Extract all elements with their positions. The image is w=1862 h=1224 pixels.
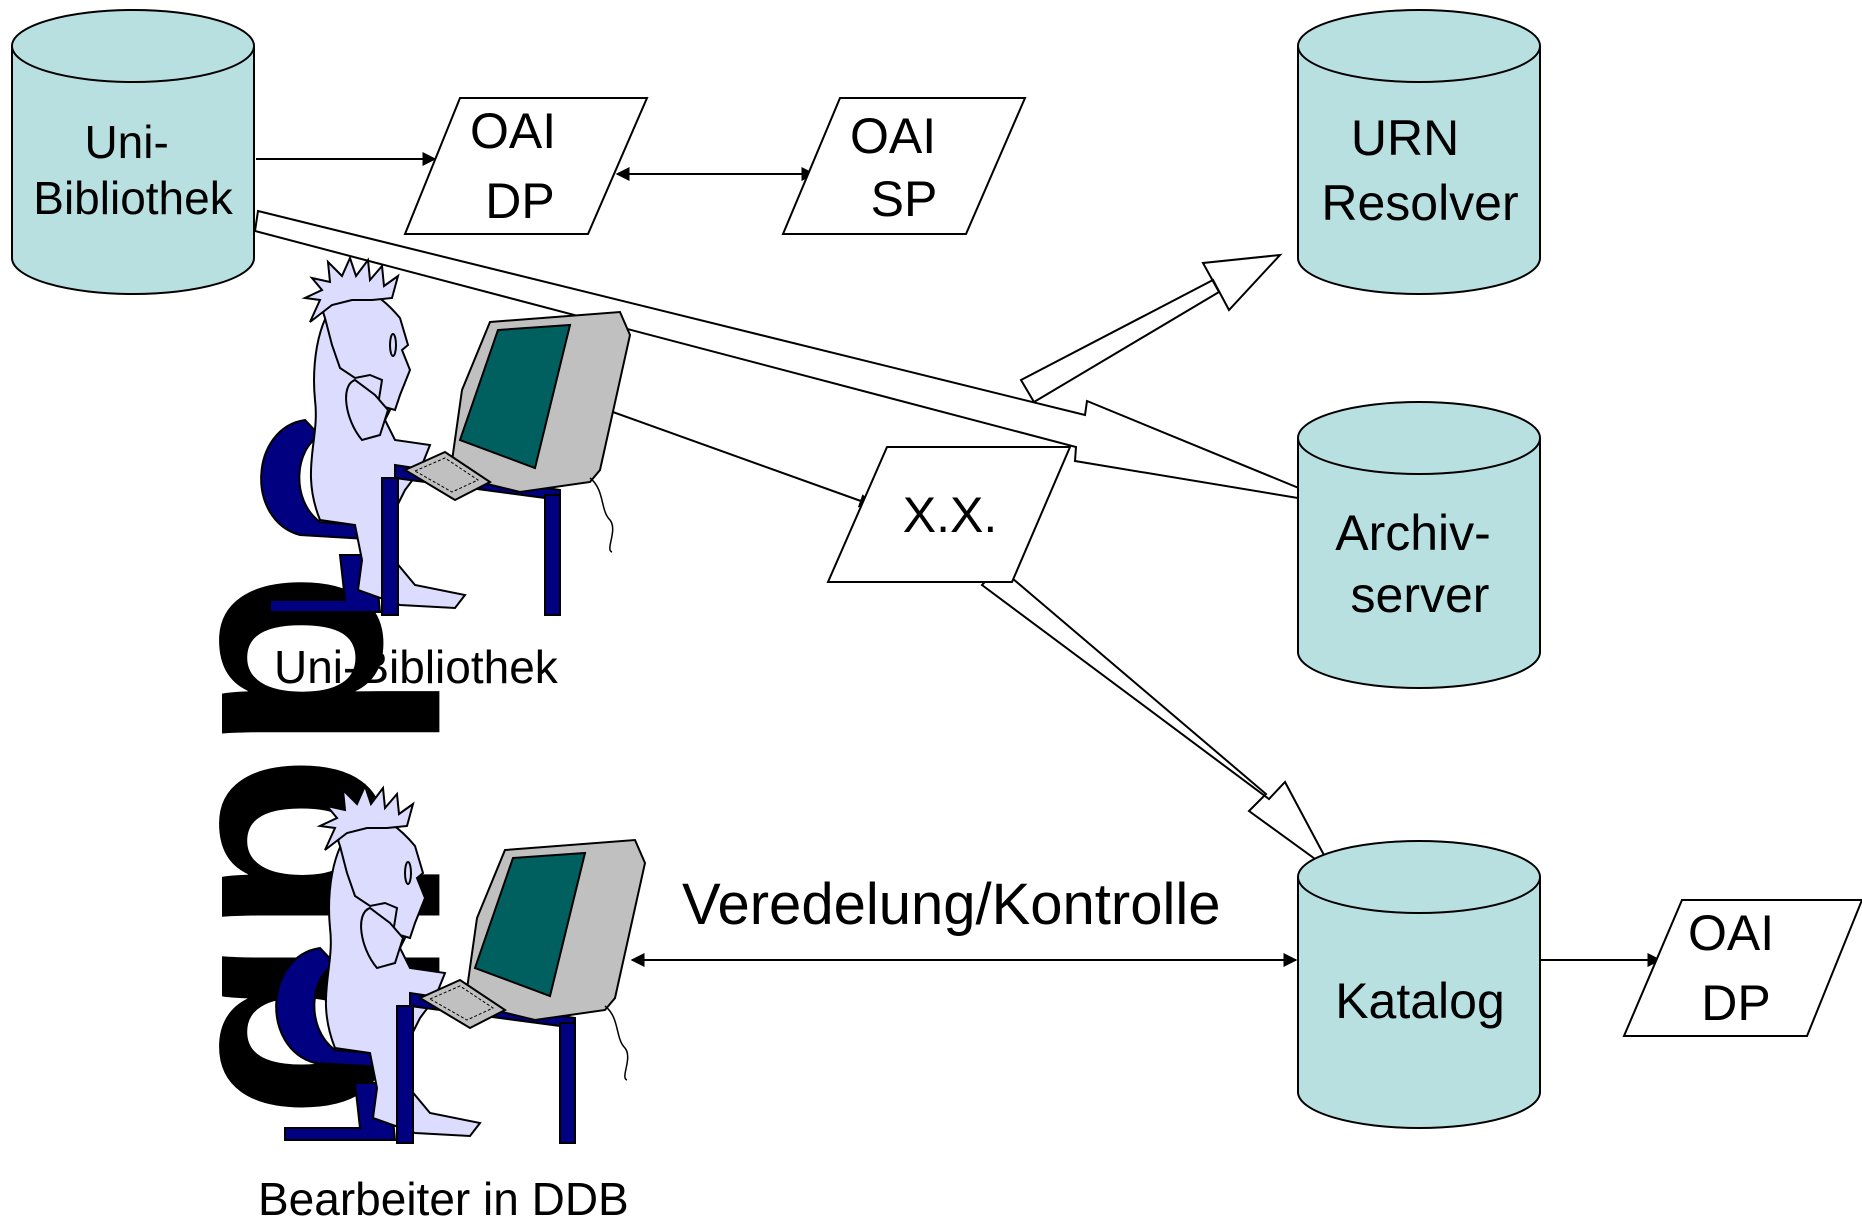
parallelogram-oai-sp [781,97,1027,235]
label-archivserver: Archiv- server [1335,505,1504,623]
label-oai-sp: OAI SP [850,108,950,227]
person-at-computer-uni [260,255,632,616]
label-oai-dp-bottom: OAI DP [1688,905,1788,1031]
label-oai-dp-top: OAI DP [470,103,570,229]
block-arrow-xx-to-katalog [980,565,1334,873]
block-arrow-uni-to-archiv [253,209,1341,506]
label-urn-resolver: URN Resolver [1321,110,1518,231]
ddb-watermark: ddb [158,570,494,1120]
parallelogram-oai-dp-top [403,97,649,235]
caption-uni-bibliothek: Uni-Bibliothek [274,641,559,693]
block-arrow-to-urn [1019,253,1283,404]
label-uni-bibliothek-db: Uni- Bibliothek [33,116,233,224]
caption-bearbeiter-in-ddb: Bearbeiter in DDB [258,1173,629,1224]
label-veredelung-kontrolle: Veredelung/Kontrolle [682,872,1221,937]
arrow-computer-to-xx [584,401,874,508]
parallelogram-xx [826,446,1072,583]
parallelogram-oai-dp-bottom [1622,899,1862,1037]
cylinder-katalog [1297,840,1541,1129]
person-at-computer-ddb [275,783,647,1144]
cylinder-urn-resolver [1297,9,1541,295]
label-katalog: Katalog [1335,973,1505,1029]
label-xx: X.X. [903,487,997,543]
cylinder-archivserver [1297,401,1541,689]
cylinder-uni-bibliothek [11,9,255,295]
